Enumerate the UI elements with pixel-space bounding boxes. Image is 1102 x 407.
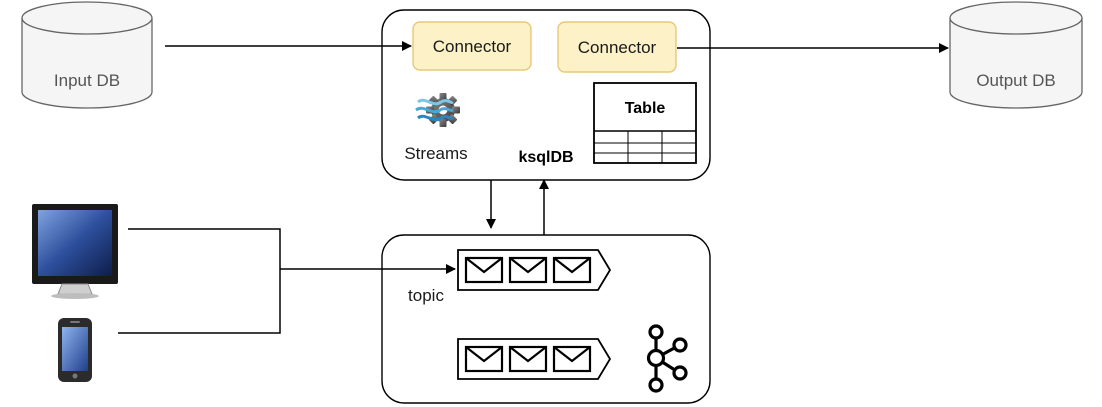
source-connector-label: Connector bbox=[433, 37, 512, 56]
sink-connector: Connector bbox=[557, 21, 677, 73]
sink-connector-label: Connector bbox=[578, 38, 657, 57]
topic-queue bbox=[457, 338, 612, 380]
message-icon bbox=[508, 345, 548, 373]
streams-gear-icon bbox=[415, 93, 460, 127]
table-label: Table bbox=[625, 100, 666, 117]
monitor-icon bbox=[32, 204, 118, 299]
ksqldb-box: Connector Connector Streams bbox=[381, 9, 711, 181]
message-icon bbox=[552, 345, 592, 373]
source-connector: Connector bbox=[412, 21, 532, 71]
ksqldb-title: ksqlDB bbox=[518, 149, 573, 166]
smartphone-icon bbox=[58, 318, 92, 382]
kafka-logo-icon bbox=[646, 324, 688, 393]
output-db: Output DB bbox=[949, 1, 1083, 109]
producers-to-topic-connector bbox=[118, 228, 456, 334]
topic-queue bbox=[457, 249, 612, 291]
message-icon bbox=[552, 256, 592, 284]
streams-label: Streams bbox=[404, 144, 467, 163]
message-icon bbox=[464, 345, 504, 373]
kafka-box: topic bbox=[381, 234, 711, 404]
input-db-label: Input DB bbox=[54, 71, 120, 90]
topic-label: topic bbox=[408, 286, 444, 305]
input-db: Input DB bbox=[21, 1, 153, 109]
message-icon bbox=[508, 256, 548, 284]
message-icon bbox=[464, 256, 504, 284]
table-icon: Table bbox=[593, 82, 697, 164]
output-db-label: Output DB bbox=[976, 71, 1055, 90]
